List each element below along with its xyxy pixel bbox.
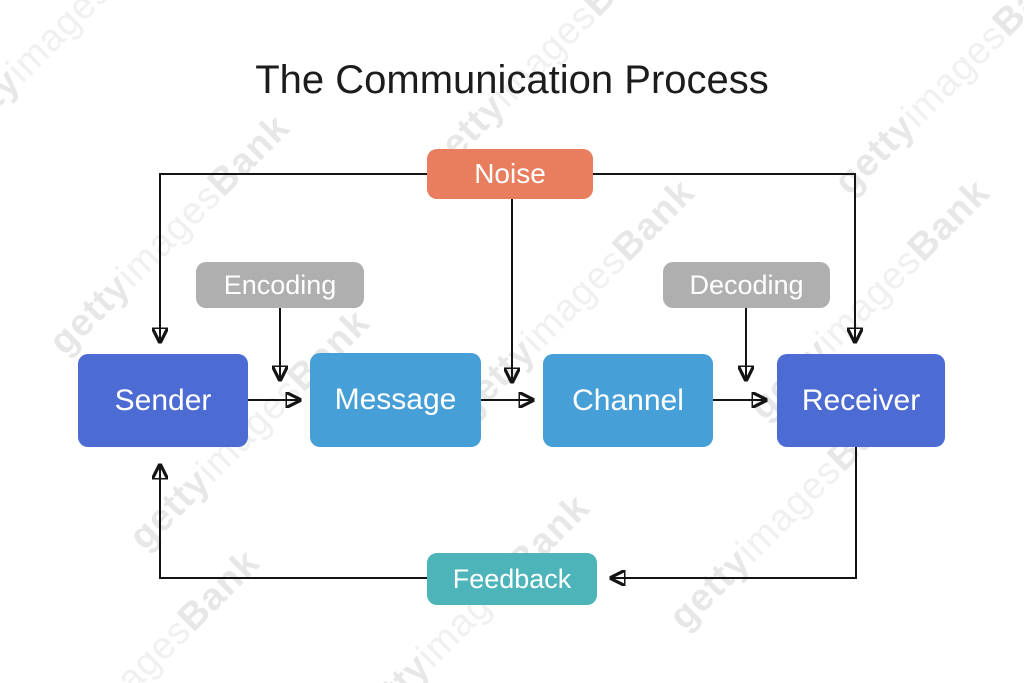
edge-noise-to-sender xyxy=(160,173,427,341)
node-decoding-label: Decoding xyxy=(689,269,804,300)
node-sender-label: Sender xyxy=(114,383,212,417)
node-message-label: Message xyxy=(334,383,457,416)
node-sender: Sender xyxy=(78,354,248,447)
node-noise-label: Noise xyxy=(474,158,546,189)
node-receiver-label: Receiver xyxy=(801,383,921,417)
node-feedback-label: Feedback xyxy=(452,563,572,594)
node-channel-label: Channel xyxy=(572,383,684,417)
node-noise: Noise xyxy=(427,149,593,199)
node-encoding-label: Encoding xyxy=(223,269,337,300)
edge-noise-to-receiver xyxy=(593,173,855,341)
edge-receiver-to-feedback xyxy=(612,447,857,578)
page-title: The Communication Process xyxy=(255,58,769,102)
node-channel: Channel xyxy=(543,354,713,447)
edge-feedback-to-sender xyxy=(160,466,427,579)
node-decoding: Decoding xyxy=(663,262,830,308)
node-receiver: Receiver xyxy=(777,354,945,447)
node-message: Message xyxy=(310,353,481,447)
node-encoding: Encoding xyxy=(196,262,364,308)
node-feedback: Feedback xyxy=(427,553,597,605)
